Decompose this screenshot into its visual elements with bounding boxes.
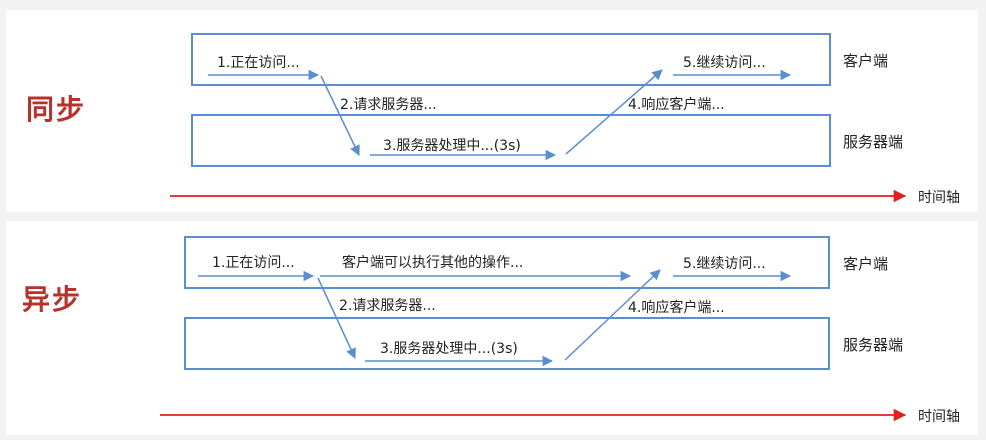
async-step-3: 3.服务器处理中...(3s) [380,341,518,357]
sync-step-2: 2.请求服务器... [340,97,437,113]
sync-arrow-2 [320,75,360,156]
sync-panel [6,10,978,212]
sync-title: 同步 [26,93,87,126]
async-axis-label: 时间轴 [918,409,960,425]
async-step-5: 5.继续访问... [683,256,766,272]
sync-arrow-4 [565,69,663,155]
async-server-lane [184,317,830,370]
sync-step-4: 4.响应客户端... [628,97,725,113]
async-title: 异步 [22,283,83,316]
sync-step-1: 1.正在访问... [217,55,300,71]
async-extra-step: 客户端可以执行其他的操作... [342,255,524,271]
async-step-1: 1.正在访问... [212,255,295,271]
async-client-lane-label: 客户端 [843,255,889,273]
sync-step-3: 3.服务器处理中...(3s) [383,138,521,154]
sync-arrows [208,69,792,161]
sync-client-lane-label: 客户端 [843,52,889,70]
sync-axis-label: 时间轴 [918,190,960,206]
async-client-lane [184,236,830,289]
sync-client-lane [191,33,831,86]
async-arrow-2 [317,277,356,359]
async-arrows [198,269,792,367]
async-panel [6,221,978,435]
async-server-lane-label: 服务器端 [843,336,904,354]
sync-server-lane-label: 服务器端 [843,133,904,151]
async-step-4: 4.响应客户端... [628,300,725,316]
async-step-2: 2.请求服务器... [339,298,436,314]
sync-step-5: 5.继续访问... [683,55,766,71]
sync-server-lane [191,114,831,167]
async-arrow-4 [564,269,661,361]
